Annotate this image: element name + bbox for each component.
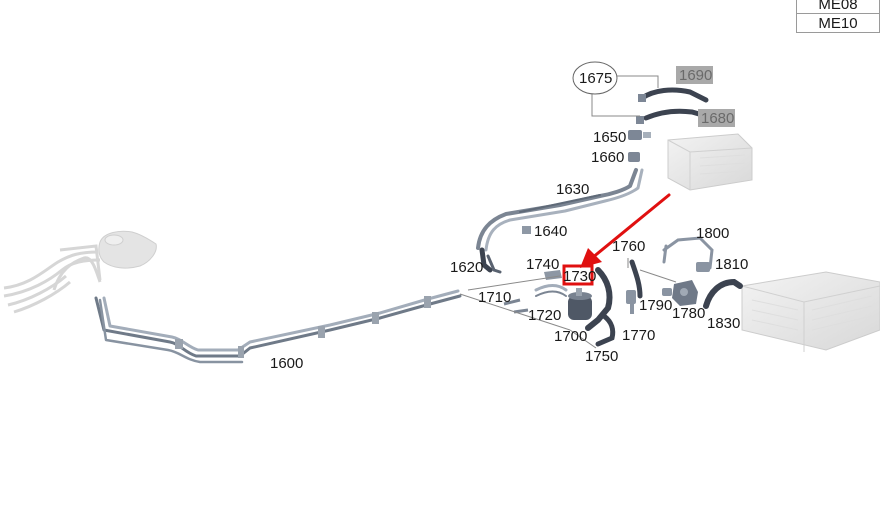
expansion-tank (98, 230, 157, 269)
part-label-1830[interactable]: 1830 (707, 315, 740, 332)
connector-1660 (628, 152, 640, 162)
part-badge-1680 (698, 109, 735, 127)
hose-1760 (629, 259, 643, 299)
sensor-1790 (662, 288, 672, 296)
part-label-1620[interactable]: 1620 (450, 259, 483, 276)
valve-1770 (626, 290, 636, 314)
heat-exchanger-upper (667, 133, 753, 191)
part-label-1710[interactable]: 1710 (478, 289, 511, 306)
coolant-line-1600 (94, 289, 462, 364)
part-label-1720[interactable]: 1720 (528, 307, 561, 324)
part-label-1650[interactable]: 1650 (593, 129, 626, 146)
leader-1675-a (614, 75, 659, 88)
hose-1680 (636, 108, 709, 124)
part-label-1810[interactable]: 1810 (715, 256, 748, 273)
hose-1830 (703, 278, 743, 309)
hose-1710 (534, 284, 568, 297)
clip-1720 (503, 298, 529, 314)
leader-1675-b (591, 93, 640, 117)
highlight-box-1730 (562, 264, 594, 286)
battery-cooler (741, 271, 880, 352)
version-tab-me10[interactable]: ME10 (796, 13, 880, 33)
hose-1690 (638, 87, 709, 103)
part-label-1675[interactable]: 1675 (579, 70, 612, 87)
part-label-1790[interactable]: 1790 (639, 297, 672, 314)
part-label-1680[interactable]: 1680 (701, 110, 734, 127)
expansion-tank-ghost (3, 244, 102, 314)
pump-1700 (568, 288, 592, 320)
bracket-1800 (662, 236, 714, 270)
valve-1780 (672, 280, 698, 306)
part-label-1690[interactable]: 1690 (679, 67, 712, 84)
part-label-1700[interactable]: 1700 (554, 328, 587, 345)
highlight-arrow (580, 193, 671, 268)
part-label-1760[interactable]: 1760 (612, 238, 645, 255)
part-label-1630[interactable]: 1630 (556, 181, 589, 198)
part-label-1730[interactable]: 1730 (563, 268, 596, 285)
clip-1810 (696, 262, 710, 272)
connector-1650 (628, 130, 651, 140)
leader-lines (459, 258, 677, 349)
hose-1620 (479, 247, 502, 274)
part-label-1640[interactable]: 1640 (534, 223, 567, 240)
part-label-1770[interactable]: 1770 (622, 327, 655, 344)
part-label-1750[interactable]: 1750 (585, 348, 618, 365)
part-label-1740[interactable]: 1740 (526, 256, 559, 273)
part-label-1780[interactable]: 1780 (672, 305, 705, 322)
hose-1730 (585, 267, 613, 331)
part-label-1800[interactable]: 1800 (696, 225, 729, 242)
part-label-1660[interactable]: 1660 (591, 149, 624, 166)
part-badge-1690 (676, 66, 713, 84)
callout-1675-oval (572, 61, 618, 95)
clip-1640 (522, 226, 531, 234)
part-label-1600[interactable]: 1600 (270, 355, 303, 372)
hose-1630 (476, 168, 644, 252)
hose-1750 (595, 313, 616, 347)
